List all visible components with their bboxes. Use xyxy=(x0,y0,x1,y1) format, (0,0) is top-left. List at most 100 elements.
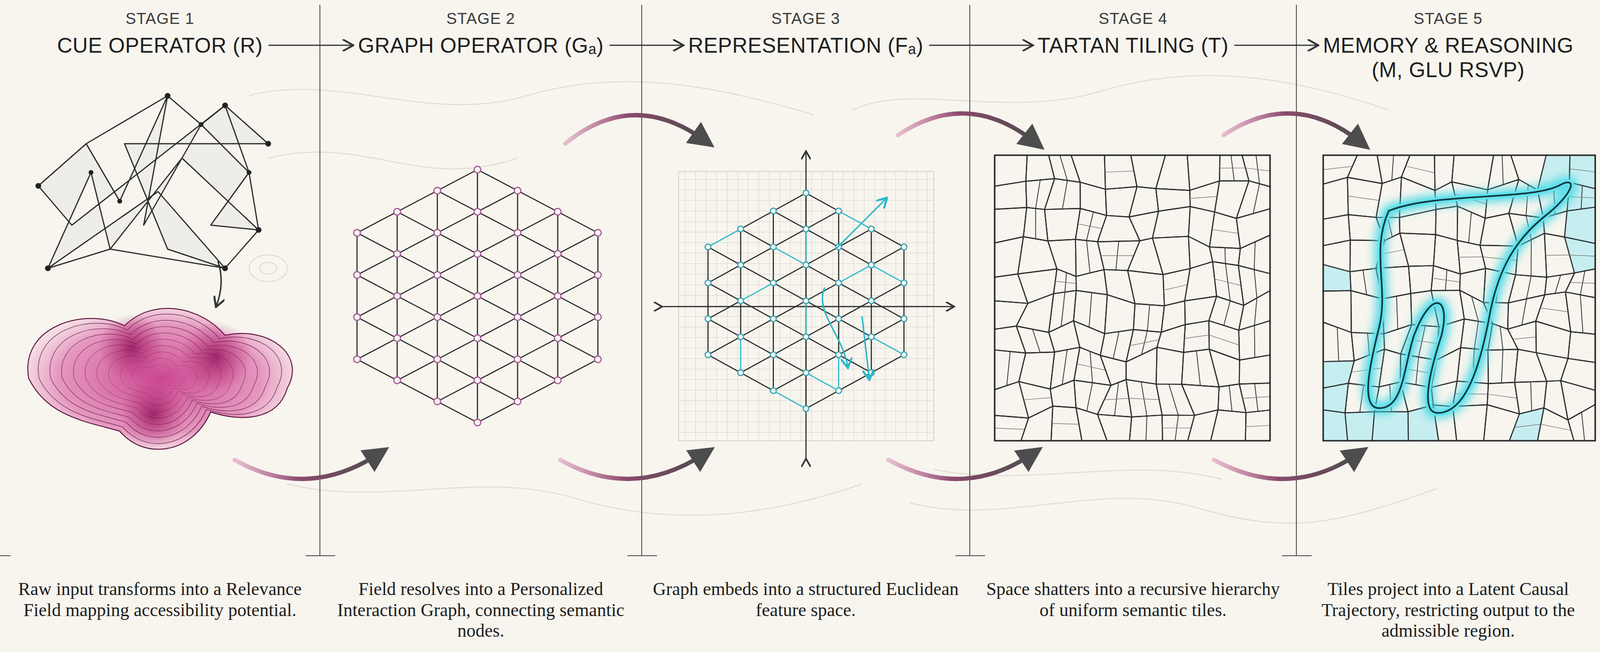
graph-node xyxy=(474,376,481,384)
graph-edge xyxy=(707,247,709,284)
graph-edge xyxy=(557,295,599,318)
graph-edge xyxy=(903,247,905,284)
graph-edge xyxy=(707,318,709,355)
semantic-tile xyxy=(994,181,1027,210)
graph-edge xyxy=(437,211,478,233)
semantic-tile xyxy=(1242,155,1271,187)
tile-split xyxy=(1499,326,1503,350)
semantic-tile xyxy=(1156,384,1195,416)
tile-split xyxy=(1581,411,1585,441)
graph-edge xyxy=(871,318,904,338)
graph-edge xyxy=(476,169,478,212)
graph-node xyxy=(433,229,441,237)
graph-node xyxy=(770,244,777,250)
graph-edge xyxy=(871,264,904,284)
semantic-tile xyxy=(1105,186,1137,217)
graph-edge xyxy=(838,211,872,230)
stage-column: STAGE 4TARTAN TILING (T)Space shatters i… xyxy=(969,0,1297,652)
semantic-tile xyxy=(1125,329,1161,363)
graph-edge xyxy=(397,211,438,233)
graph-edge xyxy=(805,228,839,248)
tile-split xyxy=(1540,424,1571,431)
graph-edge xyxy=(396,253,398,296)
graph-edge xyxy=(871,300,904,319)
tile-split xyxy=(1501,349,1503,383)
stage-label: STAGE 1 xyxy=(125,9,195,28)
graph-edge xyxy=(477,274,518,296)
semantic-tile xyxy=(1073,290,1108,334)
semantic-tile xyxy=(1187,155,1220,191)
tile-split xyxy=(1254,241,1256,270)
semantic-tile xyxy=(1238,235,1271,274)
graph-edge xyxy=(517,190,519,233)
graph-edge xyxy=(517,359,558,381)
graph-edge xyxy=(557,317,599,339)
semantic-tile xyxy=(1076,407,1108,441)
graph-edge xyxy=(436,190,438,233)
graph-edge xyxy=(870,264,872,301)
semantic-tile xyxy=(1535,320,1571,359)
tile-split xyxy=(1245,168,1271,171)
graph-node xyxy=(803,261,809,268)
stage-arrow xyxy=(1234,44,1317,46)
tile-split xyxy=(1078,223,1102,229)
graph-edge xyxy=(740,336,774,355)
graph-node xyxy=(803,226,809,232)
graph-edge xyxy=(903,283,905,319)
tile-split xyxy=(1514,424,1541,428)
semantic-tile xyxy=(1209,212,1240,249)
tile-split xyxy=(1006,351,1010,386)
semantic-tile xyxy=(1129,414,1163,441)
tile-frame xyxy=(1323,155,1596,441)
semantic-tile xyxy=(1245,409,1271,441)
graph-edge xyxy=(356,317,358,360)
semantic-tile xyxy=(1023,207,1048,241)
graph-edge xyxy=(805,390,839,409)
stage-title: REPRESENTATION (Fₐ) xyxy=(688,33,924,57)
semantic-tile xyxy=(1097,414,1132,441)
tile-split xyxy=(1112,331,1119,359)
semantic-tile xyxy=(1487,349,1519,384)
graph-edge xyxy=(557,338,599,360)
graph-edge xyxy=(838,283,872,302)
semantic-tile xyxy=(1075,208,1107,242)
graph-node xyxy=(393,250,401,258)
graph-edge xyxy=(805,247,839,266)
graph-edge xyxy=(707,247,741,266)
graph-edge xyxy=(773,354,806,374)
graph-edge xyxy=(707,283,709,319)
tile-split xyxy=(1530,239,1532,276)
semantic-tile xyxy=(1219,155,1249,182)
tile-split xyxy=(1569,282,1596,284)
semantic-tile xyxy=(994,207,1027,243)
graph-edge xyxy=(772,318,774,355)
graph-node xyxy=(393,334,401,342)
graph-edge xyxy=(870,228,872,265)
graph-edge xyxy=(740,372,774,391)
tile-split xyxy=(1487,394,1518,398)
graph-edge xyxy=(517,295,558,318)
graph-edge xyxy=(357,232,398,254)
semantic-tile xyxy=(1156,347,1184,385)
graph-node xyxy=(353,355,361,363)
graph-edge xyxy=(396,295,398,339)
stage-caption: Tiles project into a Latent Causal Traje… xyxy=(1321,578,1575,641)
graph-edge xyxy=(437,232,478,254)
graph-edge xyxy=(476,380,478,423)
semantic-tile xyxy=(1239,383,1271,413)
semantic-tile xyxy=(1133,303,1165,333)
graph-edge xyxy=(476,211,478,254)
graph-edge xyxy=(556,338,558,381)
graph-edge xyxy=(437,169,478,191)
graph-edge xyxy=(396,211,398,254)
graph-node xyxy=(737,369,744,376)
graph-edge xyxy=(436,274,438,318)
tile-split xyxy=(1521,298,1527,326)
stage-arrow xyxy=(929,44,1033,46)
semantic-tile xyxy=(1152,206,1191,239)
graph-edge xyxy=(707,336,741,355)
tile-split xyxy=(1168,384,1179,416)
tile-split xyxy=(1347,195,1379,201)
semantic-tile xyxy=(1183,320,1210,352)
graph-edge xyxy=(436,359,438,402)
